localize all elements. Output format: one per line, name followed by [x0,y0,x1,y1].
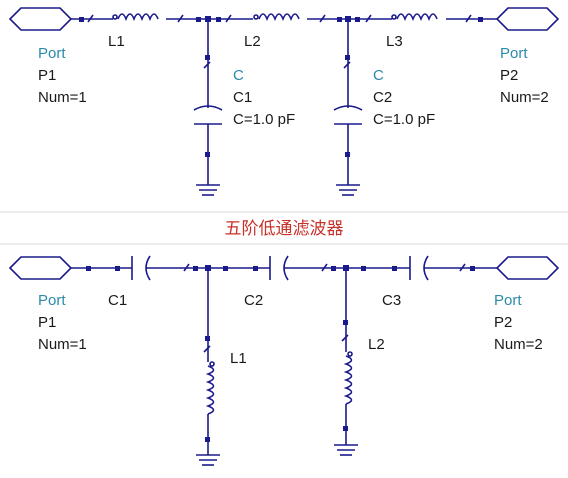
cap2-name-label: C2 [373,89,392,106]
ground-symbol [336,184,360,196]
inductor-label: L1 [230,350,247,367]
port-p2-symbol[interactable] [495,256,560,280]
port1-num-label: Num=1 [38,89,87,106]
bottom-circuit: Port P1 Num=1 C1 C2 C3 L1 L2 Port P2 Num… [8,255,560,466]
port2-type-label: Port [494,292,522,309]
inductor-l3-symbol[interactable] [391,13,438,22]
port-p2-symbol[interactable] [495,7,560,31]
ground-symbol [196,454,220,466]
capacitor-c2-symbol[interactable] [333,22,363,185]
inductor-label: L3 [386,33,403,50]
inductor-l2-symbol[interactable] [253,13,300,22]
inductor-l1-symbol[interactable] [112,13,159,22]
port-p1-symbol[interactable] [8,7,73,31]
junction-node [345,16,351,22]
port2-name-label: P2 [494,314,512,331]
inductor-label: L2 [244,33,261,50]
junction-node [205,265,211,271]
capacitor-label: C1 [108,292,127,309]
capacitor-label: C2 [244,292,263,309]
port1-name-label: P1 [38,314,56,331]
port2-type-label: Port [500,45,528,62]
cap2-value-label: C=1.0 pF [373,111,435,128]
diagram-title: 五阶低通滤波器 [225,219,344,239]
inductor-l2-symbol[interactable] [341,271,353,445]
port1-type-label: Port [38,45,66,62]
junction-node [205,16,211,22]
cap1-name-label: C1 [233,89,252,106]
cap1-type-label: C [233,67,244,84]
port1-type-label: Port [38,292,66,309]
capacitor-label: C3 [382,292,401,309]
port-p1-symbol[interactable] [8,256,73,280]
port1-name-label: P1 [38,67,56,84]
inductor-label: L2 [368,336,385,353]
port2-num-label: Num=2 [494,336,543,353]
capacitor-c1-symbol[interactable] [193,22,223,185]
port1-num-label: Num=1 [38,336,87,353]
inductor-label: L1 [108,33,125,50]
junction-node [343,265,349,271]
cap2-type-label: C [373,67,384,84]
inductor-l1-symbol[interactable] [203,271,215,455]
top-circuit: Port P1 Num=1 L1 L2 L3 C C1 C=1.0 pF C C… [8,7,560,196]
ground-symbol [196,184,220,196]
cap1-value-label: C=1.0 pF [233,111,295,128]
port2-name-label: P2 [500,67,518,84]
port2-num-label: Num=2 [500,89,549,106]
ground-symbol [334,444,358,456]
